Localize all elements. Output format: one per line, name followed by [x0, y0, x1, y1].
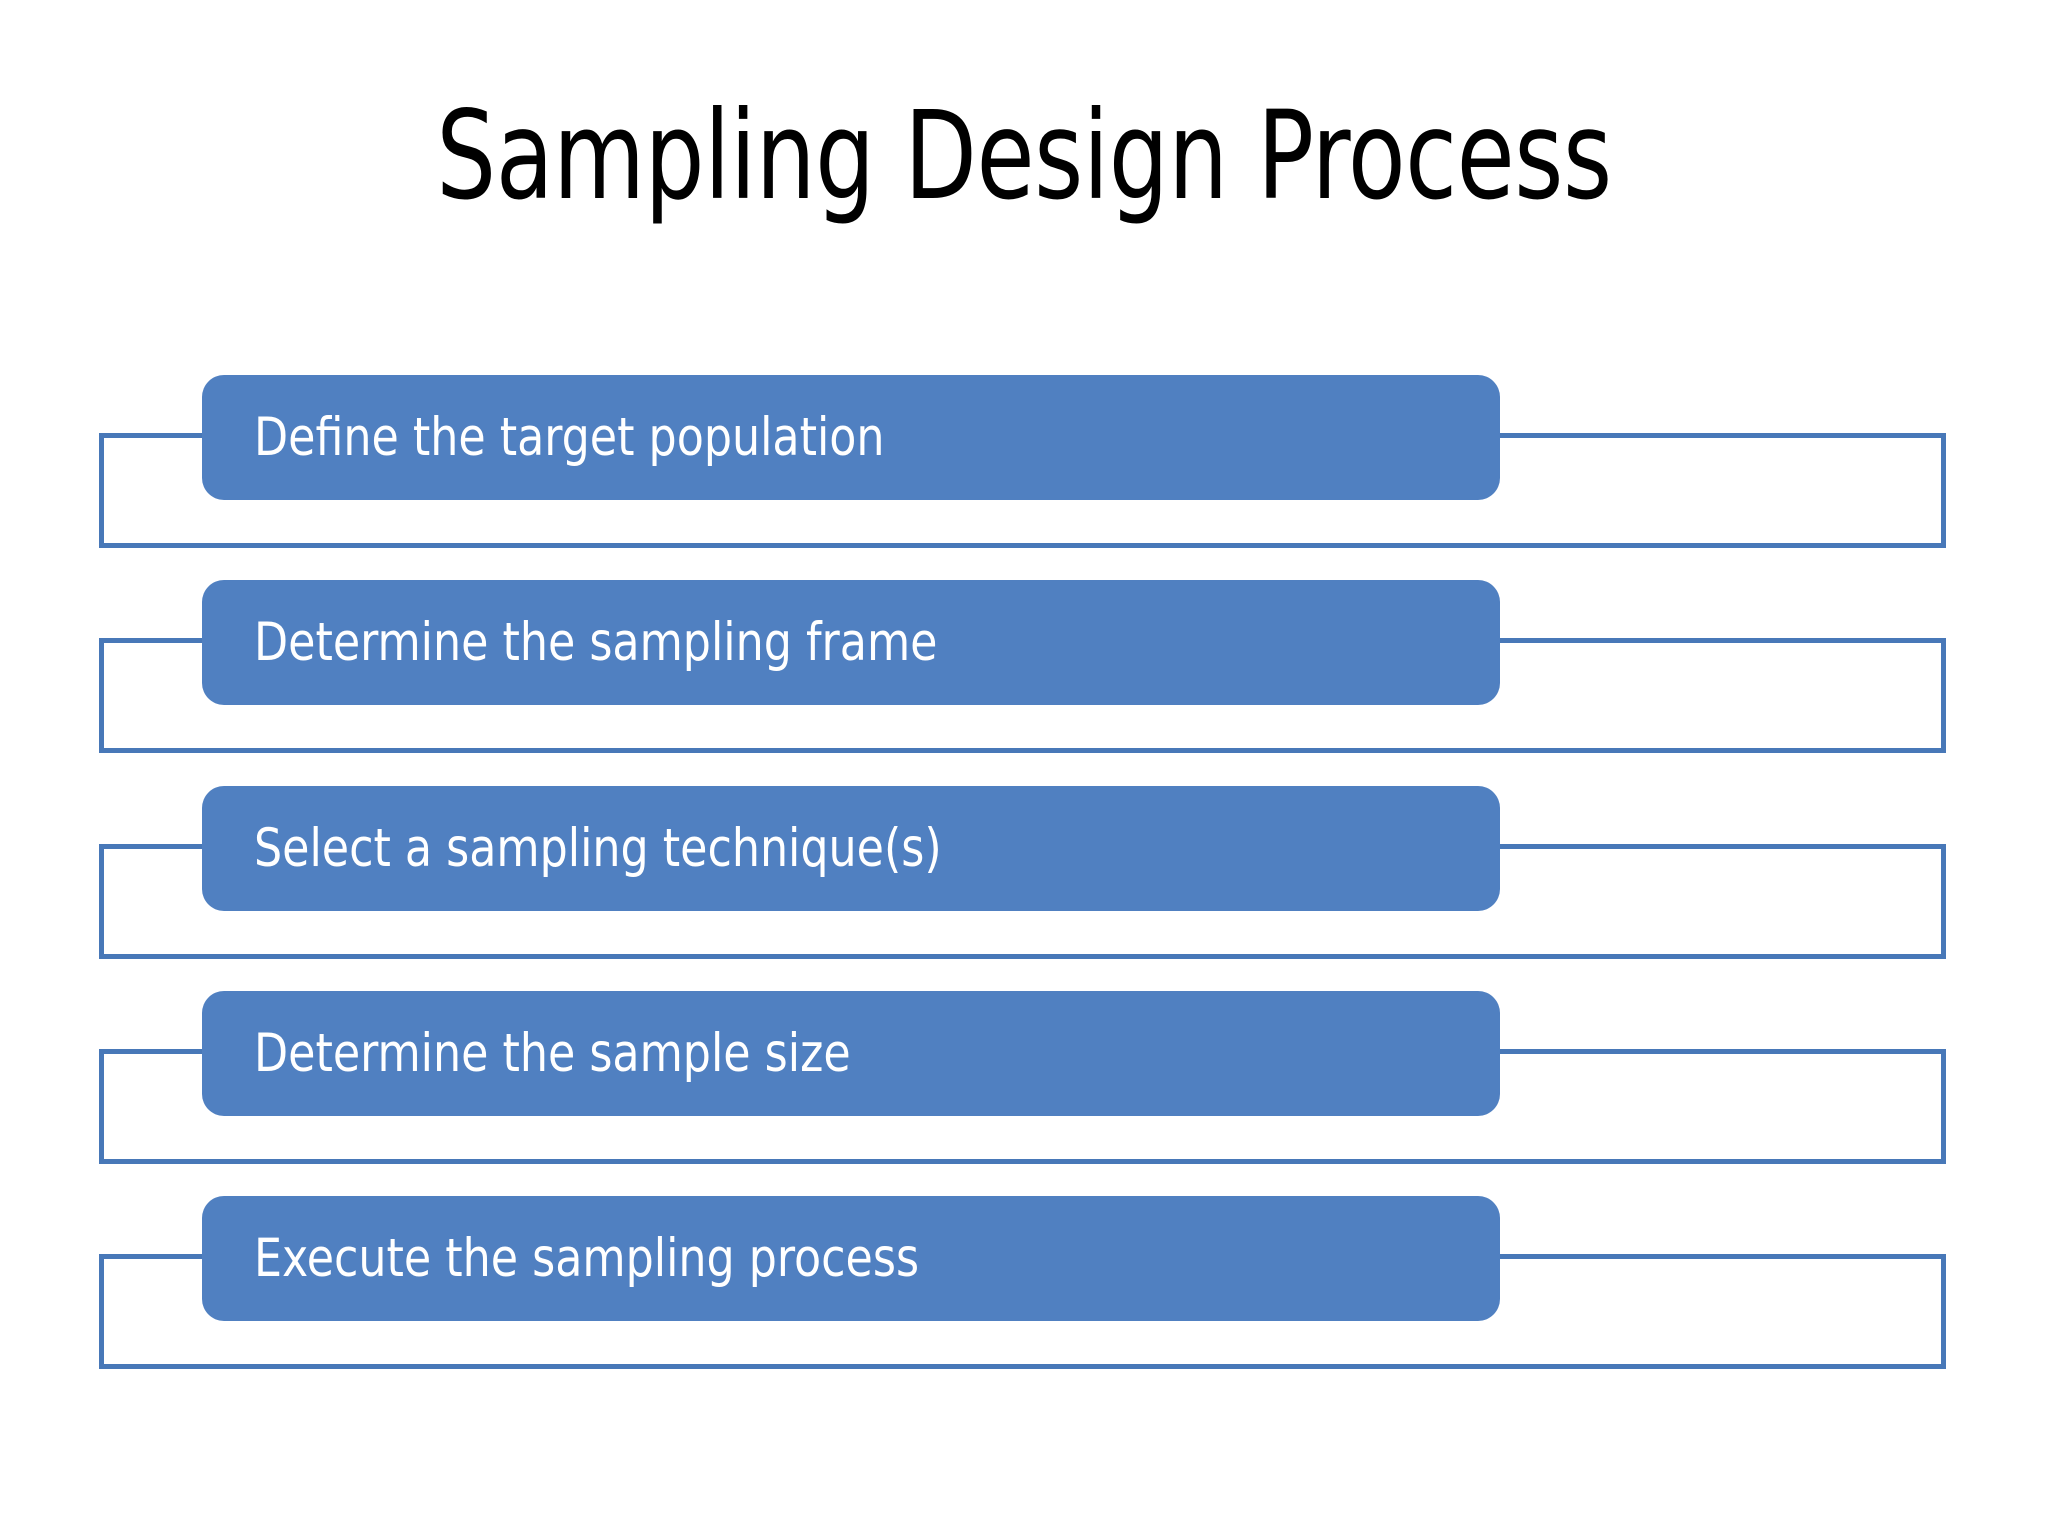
step-bar-2[interactable]: Determine the sampling frame	[202, 580, 1500, 705]
process-step-1[interactable]: Define the target population	[0, 375, 2048, 565]
step-label-2: Determine the sampling frame	[254, 612, 938, 673]
process-step-5[interactable]: Execute the sampling process	[0, 1196, 2048, 1386]
step-bar-3[interactable]: Select a sampling technique(s)	[202, 786, 1500, 911]
step-bar-5[interactable]: Execute the sampling process	[202, 1196, 1500, 1321]
step-label-1: Define the target population	[254, 407, 885, 468]
step-label-4: Determine the sample size	[254, 1023, 851, 1084]
step-bar-4[interactable]: Determine the sample size	[202, 991, 1500, 1116]
process-step-4[interactable]: Determine the sample size	[0, 991, 2048, 1181]
process-step-3[interactable]: Select a sampling technique(s)	[0, 786, 2048, 976]
step-bar-1[interactable]: Define the target population	[202, 375, 1500, 500]
page-title: Sampling Design Process	[436, 85, 1612, 227]
step-label-3: Select a sampling technique(s)	[254, 818, 942, 879]
process-step-2[interactable]: Determine the sampling frame	[0, 580, 2048, 770]
step-label-5: Execute the sampling process	[254, 1228, 920, 1289]
